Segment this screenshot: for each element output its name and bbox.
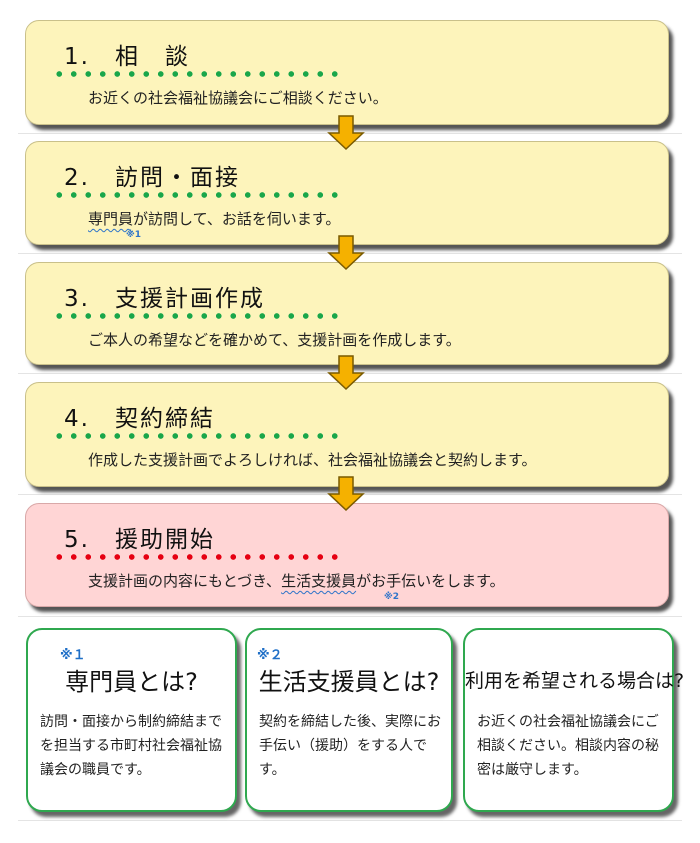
down-arrow-icon bbox=[327, 476, 365, 512]
card-body: 訪問・面接から制約締結までを担当する市町村社会福祉協議会の職員です。 bbox=[40, 714, 222, 778]
footnote-mark: ※２ bbox=[257, 648, 283, 663]
step-description: ご本人の希望などを確かめて、支援計画を作成します。 bbox=[88, 331, 461, 349]
step-title: 1. 相 談 bbox=[64, 44, 190, 70]
step-title: 2. 訪問・面接 bbox=[64, 165, 240, 191]
dotted-underline bbox=[52, 433, 342, 439]
card-title: 生活支援員とは? bbox=[258, 668, 440, 696]
down-arrow-icon bbox=[327, 115, 365, 151]
footnote-mark: ※2 bbox=[384, 592, 400, 602]
dotted-underline bbox=[52, 554, 342, 560]
step-assistance-start: 5. 援助開始 支援計画の内容にもとづき、生活支援員がお手伝いをします。 ※2 bbox=[25, 503, 669, 607]
step-consultation: 1. 相 談 お近くの社会福祉協議会にご相談ください。 bbox=[25, 20, 669, 125]
step-title: 3. 支援計画作成 bbox=[64, 286, 265, 312]
step-description: 支援計画の内容にもとづき、生活支援員がお手伝いをします。 bbox=[88, 570, 505, 591]
divider bbox=[18, 820, 682, 821]
step-description: お近くの社会福祉協議会にご相談ください。 bbox=[88, 89, 388, 107]
card-body: 契約を締結した後、実際にお手伝い（援助）をする人です。 bbox=[259, 714, 441, 778]
description-text: 支援計画の内容にもとづき、 bbox=[88, 572, 282, 590]
down-arrow-icon bbox=[327, 355, 365, 391]
description-text: が訪問して、お話を伺います。 bbox=[133, 210, 341, 228]
step-contract: 4. 契約締結 作成した支援計画でよろしければ、社会福祉協議会と契約します。 bbox=[25, 382, 669, 487]
card-how-to-apply: 利用を希望される場合は? お近くの社会福祉協議会にご相談ください。相談内容の秘密… bbox=[463, 628, 685, 812]
step-description: 作成した支援計画でよろしければ、社会福祉協議会と契約します。 bbox=[88, 451, 537, 469]
card-specialist: ※１ 専門員とは? 訪問・面接から制約締結までを担当する市町村社会福祉協議会の職… bbox=[26, 628, 237, 812]
support-staff-term: 生活支援員 bbox=[281, 572, 357, 590]
dotted-underline bbox=[52, 313, 342, 319]
down-arrow-icon bbox=[327, 235, 365, 271]
step-description: 専門員が訪問して、お話を伺います。 bbox=[88, 208, 340, 229]
step-title: 5. 援助開始 bbox=[64, 527, 215, 553]
dotted-underline bbox=[52, 71, 342, 77]
card-title: 専門員とは? bbox=[65, 668, 198, 696]
step-visit-interview: 2. 訪問・面接 専門員が訪問して、お話を伺います。 ※1 bbox=[25, 141, 669, 245]
specialist-term: 専門員 bbox=[88, 210, 134, 228]
dotted-underline bbox=[52, 192, 342, 198]
description-text: がお手伝いをします。 bbox=[356, 572, 505, 590]
step-title: 4. 契約締結 bbox=[64, 406, 215, 432]
divider bbox=[18, 616, 682, 617]
step-support-plan: 3. 支援計画作成 ご本人の希望などを確かめて、支援計画を作成します。 bbox=[25, 262, 669, 365]
card-title: 利用を希望される場合は? bbox=[465, 670, 685, 692]
footnote-mark: ※1 bbox=[126, 230, 142, 240]
card-body: お近くの社会福祉協議会にご相談ください。相談内容の秘密は厳守します。 bbox=[477, 714, 659, 778]
footnote-mark: ※１ bbox=[60, 648, 86, 663]
card-support-staff: ※２ 生活支援員とは? 契約を締結した後、実際にお手伝い（援助）をする人です。 bbox=[245, 628, 453, 812]
